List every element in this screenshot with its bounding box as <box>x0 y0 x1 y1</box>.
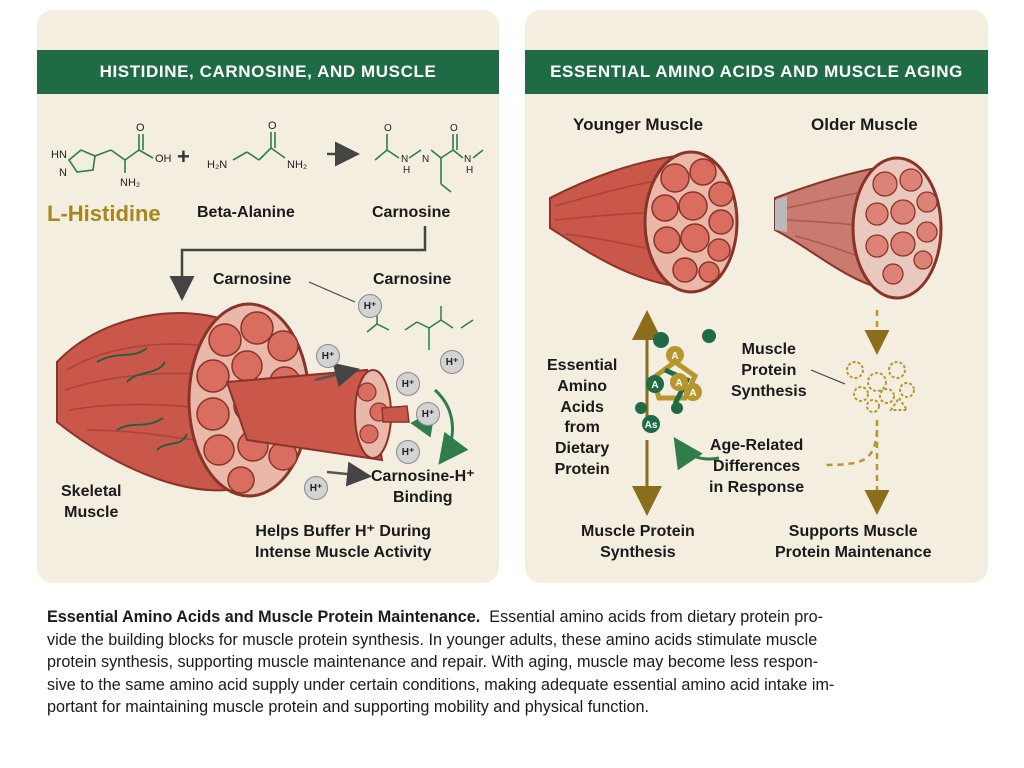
binding-arrow <box>433 388 469 465</box>
amino-tag-a: A <box>675 378 682 389</box>
his-hn: HN <box>51 149 67 161</box>
eaa-label: Essential Amino Acids from Dietary Prote… <box>547 357 618 478</box>
skeletal-muscle-label: Skeletal Muscle <box>61 483 122 521</box>
svg-text:N: N <box>401 154 408 165</box>
right-panel-title: ESSENTIAL AMINO ACIDS AND MUSCLE AGING <box>525 50 988 94</box>
caption-title: Essential Amino Acids and Muscle Protein… <box>47 608 481 626</box>
amino-acid-cluster <box>635 329 716 433</box>
carnosine-callout-label: Carnosine <box>213 271 292 288</box>
beta-alanine-structure <box>232 132 286 161</box>
supports-maintenance-label: Supports Muscle Protein Maintenance <box>775 523 932 561</box>
carnosine-label: Carnosine <box>372 204 451 221</box>
h-ion: H⁺ <box>316 344 340 368</box>
svg-text:N: N <box>422 154 429 165</box>
carnosine-top-label: Carnosine <box>373 271 452 288</box>
mps-bottom-label: Muscle Protein Synthesis <box>581 523 695 561</box>
svg-text:N: N <box>464 154 471 165</box>
flow-arrow <box>169 226 427 301</box>
his-oh: OH <box>155 153 172 165</box>
amino-tag-as: As <box>645 420 658 431</box>
right-panel-illustration: A A A A As <box>549 150 943 516</box>
his-nh2: NH₂ <box>120 177 140 189</box>
muscle-fiber-bundle <box>225 368 384 462</box>
younger-muscle-label: Younger Muscle <box>573 115 704 134</box>
plus-sign: + <box>177 144 190 169</box>
figure-caption: Essential Amino Acids and Muscle Protein… <box>47 606 982 719</box>
svg-text:H: H <box>466 165 473 176</box>
h-ion: H⁺ <box>396 440 420 464</box>
left-panel-title: HISTIDINE, CARNOSINE, AND MUSCLE <box>37 50 499 94</box>
his-o: O <box>136 122 145 134</box>
svg-text:H: H <box>403 165 410 176</box>
l-histidine-label: L-Histidine <box>47 201 161 226</box>
amino-tag-a: A <box>689 388 696 399</box>
binding-label: Carnosine-H⁺ Binding <box>371 468 475 506</box>
h-ion: H⁺ <box>304 476 328 500</box>
carnosine-small-structure <box>366 306 474 350</box>
amino-tag-a: A <box>671 351 678 362</box>
carnosine-structure <box>374 134 484 193</box>
buffer-label: Helps Buffer H⁺ During Intense Muscle Ac… <box>255 523 432 561</box>
caption-text: Essential amino acids from dietary prote… <box>47 608 835 716</box>
histidine-structure <box>67 134 154 173</box>
left-panel: HISTIDINE, CARNOSINE, AND MUSCLE HN N OH <box>37 10 499 583</box>
older-muscle-label: Older Muscle <box>811 115 918 134</box>
his-n: N <box>59 167 67 179</box>
age-response-arrow <box>673 437 720 471</box>
ba-nh2: NH₂ <box>287 159 307 171</box>
carnosine-callout-line <box>308 281 356 303</box>
h-ion: H⁺ <box>440 350 464 374</box>
ba-o: O <box>268 120 277 132</box>
left-panel-illustration: HN N OH O NH₂ + H₂N NH₂ O <box>51 120 484 498</box>
svg-text:O: O <box>384 123 392 134</box>
mps-mid-label: Muscle Protein Synthesis <box>731 341 807 400</box>
right-panel: ESSENTIAL AMINO ACIDS AND MUSCLE AGING <box>525 10 988 583</box>
older-amino-acids <box>846 361 915 413</box>
amino-tag-a: A <box>651 380 658 391</box>
h-ion: H⁺ <box>416 402 440 426</box>
svg-text:O: O <box>450 123 458 134</box>
h-ion: H⁺ <box>396 372 420 396</box>
h-ion: H⁺ <box>358 294 382 318</box>
beta-alanine-label: Beta-Alanine <box>197 204 295 221</box>
ba-h2n: H₂N <box>207 159 227 171</box>
age-differences-label: Age-Related Differences in Response <box>709 437 805 496</box>
blood-vessels <box>96 347 188 451</box>
